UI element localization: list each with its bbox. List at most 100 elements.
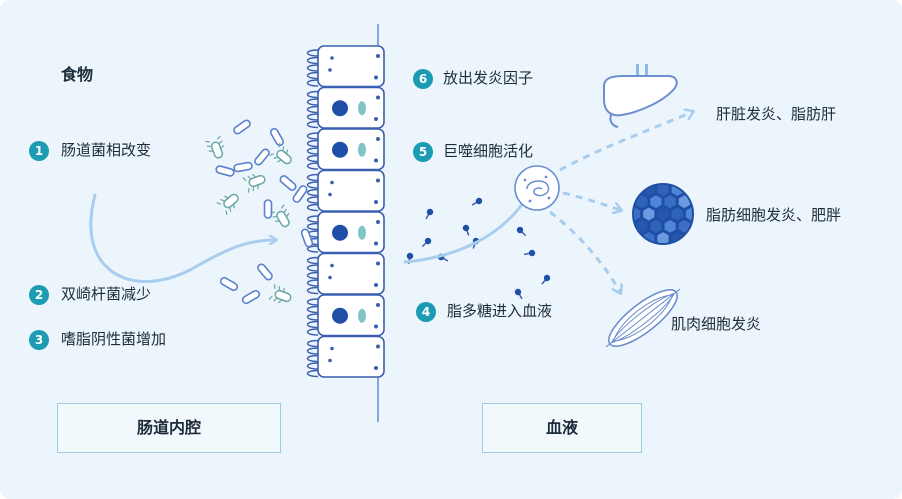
fat-cell [614,232,626,246]
fat-cell [684,206,693,222]
step-badge-1: 1 [29,141,49,161]
rod-bacterium [269,127,285,147]
fat-cell [649,194,663,210]
liver-icon [603,64,678,128]
fat-cell [656,206,670,222]
nucleus [332,100,348,117]
fat-cell [707,244,719,258]
muscle-icon [605,288,681,348]
step-text-2: 双崎杆菌减少 [61,285,152,303]
fat-cell [677,218,691,234]
fat-cell [677,184,691,185]
fat-cell [633,194,635,210]
organelle [358,101,366,116]
fat-cell [649,218,663,234]
lps-to-macrophage-arrow [403,197,527,264]
flagellated-bacterium [270,204,290,228]
fat-cell [633,184,642,197]
rod-bacterium [233,161,253,173]
rod-bacterium [257,263,273,281]
fat-cell [633,184,635,185]
fat-cell [684,184,693,197]
rod-bacterium [219,276,239,292]
rod-bacterium [292,185,308,203]
food-label: 食物 [61,65,94,84]
lps-dot [516,226,527,237]
fat-cell [684,231,693,244]
organelle [358,142,366,157]
fat-cell [691,184,693,185]
zone-label-blood: 血液 [482,403,642,453]
fat-cell [663,243,677,244]
fat-cell [700,232,712,246]
step-text-3: 嗜脂阴性菌增加 [61,330,167,348]
flagellated-bacterium [268,284,292,304]
fat-cell [677,243,691,244]
rod-bacterium [263,199,273,219]
organelle [358,225,366,240]
fat-cell-icon [614,170,719,258]
nucleus [332,307,348,324]
epithelial-cell [306,86,385,129]
rod-bacterium [215,165,235,177]
rod-bacterium [300,228,314,248]
flagellated-bacterium [242,173,266,193]
fat-cell [635,243,649,244]
fat-cell [633,243,635,244]
outcome-liver-text: 肝脏发炎、脂肪肝 [716,105,837,123]
rod-bacterium [241,289,261,305]
outcome-muscle-text: 肌肉细胞发炎 [671,315,762,333]
fat-cell [614,182,626,196]
step-text-6: 放出发炎因子 [443,69,534,87]
fat-cell [691,194,693,210]
flagellated-bacterium [205,135,225,159]
fat-cell [691,218,693,234]
flagellated-bacterium [269,143,292,165]
step-text-1: 肠道菌相改变 [61,141,152,159]
fat-cell [633,218,635,234]
arrow-to-liver [559,112,692,172]
gut-bacteria [205,119,314,305]
fat-cell [663,218,677,234]
epithelial-cell [306,294,385,337]
organelle [358,308,366,323]
fat-cell [663,184,677,185]
lps-dot [523,249,536,257]
epithelial-cell [306,169,385,212]
arrow-to-fat-cell [562,191,620,210]
step-text-4: 脂多糖进入血液 [447,302,553,320]
rod-bacterium [233,119,251,135]
macrophage-icon [514,165,560,211]
lps-dot [541,274,551,285]
lps-dot [514,288,523,300]
step-text-5: 巨噬细胞活化 [443,142,534,160]
epithelial-cell [306,335,385,378]
fat-cell [649,243,663,244]
lps-dot [421,237,432,248]
intestinal-epithelium [306,45,385,378]
epithelial-cell [306,211,385,254]
outcome-fat-text: 脂肪细胞发炎、肥胖 [706,206,842,224]
nucleus [332,141,348,158]
fat-cell [649,184,663,185]
step-badge-5: 5 [413,142,433,162]
rod-bacterium [279,175,297,191]
lipopolysaccharide-particles [406,197,551,300]
fat-cell [700,182,712,196]
arrow-to-muscle [549,210,620,292]
fat-cell [656,184,670,197]
lps-dot [425,208,434,220]
rod-bacterium [254,148,270,166]
fat-cell [707,170,719,184]
lps-dot [471,197,483,206]
fat-cell [635,184,649,185]
step-badge-2: 2 [29,285,49,305]
epithelial-cell [306,252,385,295]
step-badge-3: 3 [29,330,49,350]
fat-cell [656,231,670,244]
fat-cell [642,206,656,222]
fat-cell [663,194,677,210]
epithelial-cell [306,45,385,88]
